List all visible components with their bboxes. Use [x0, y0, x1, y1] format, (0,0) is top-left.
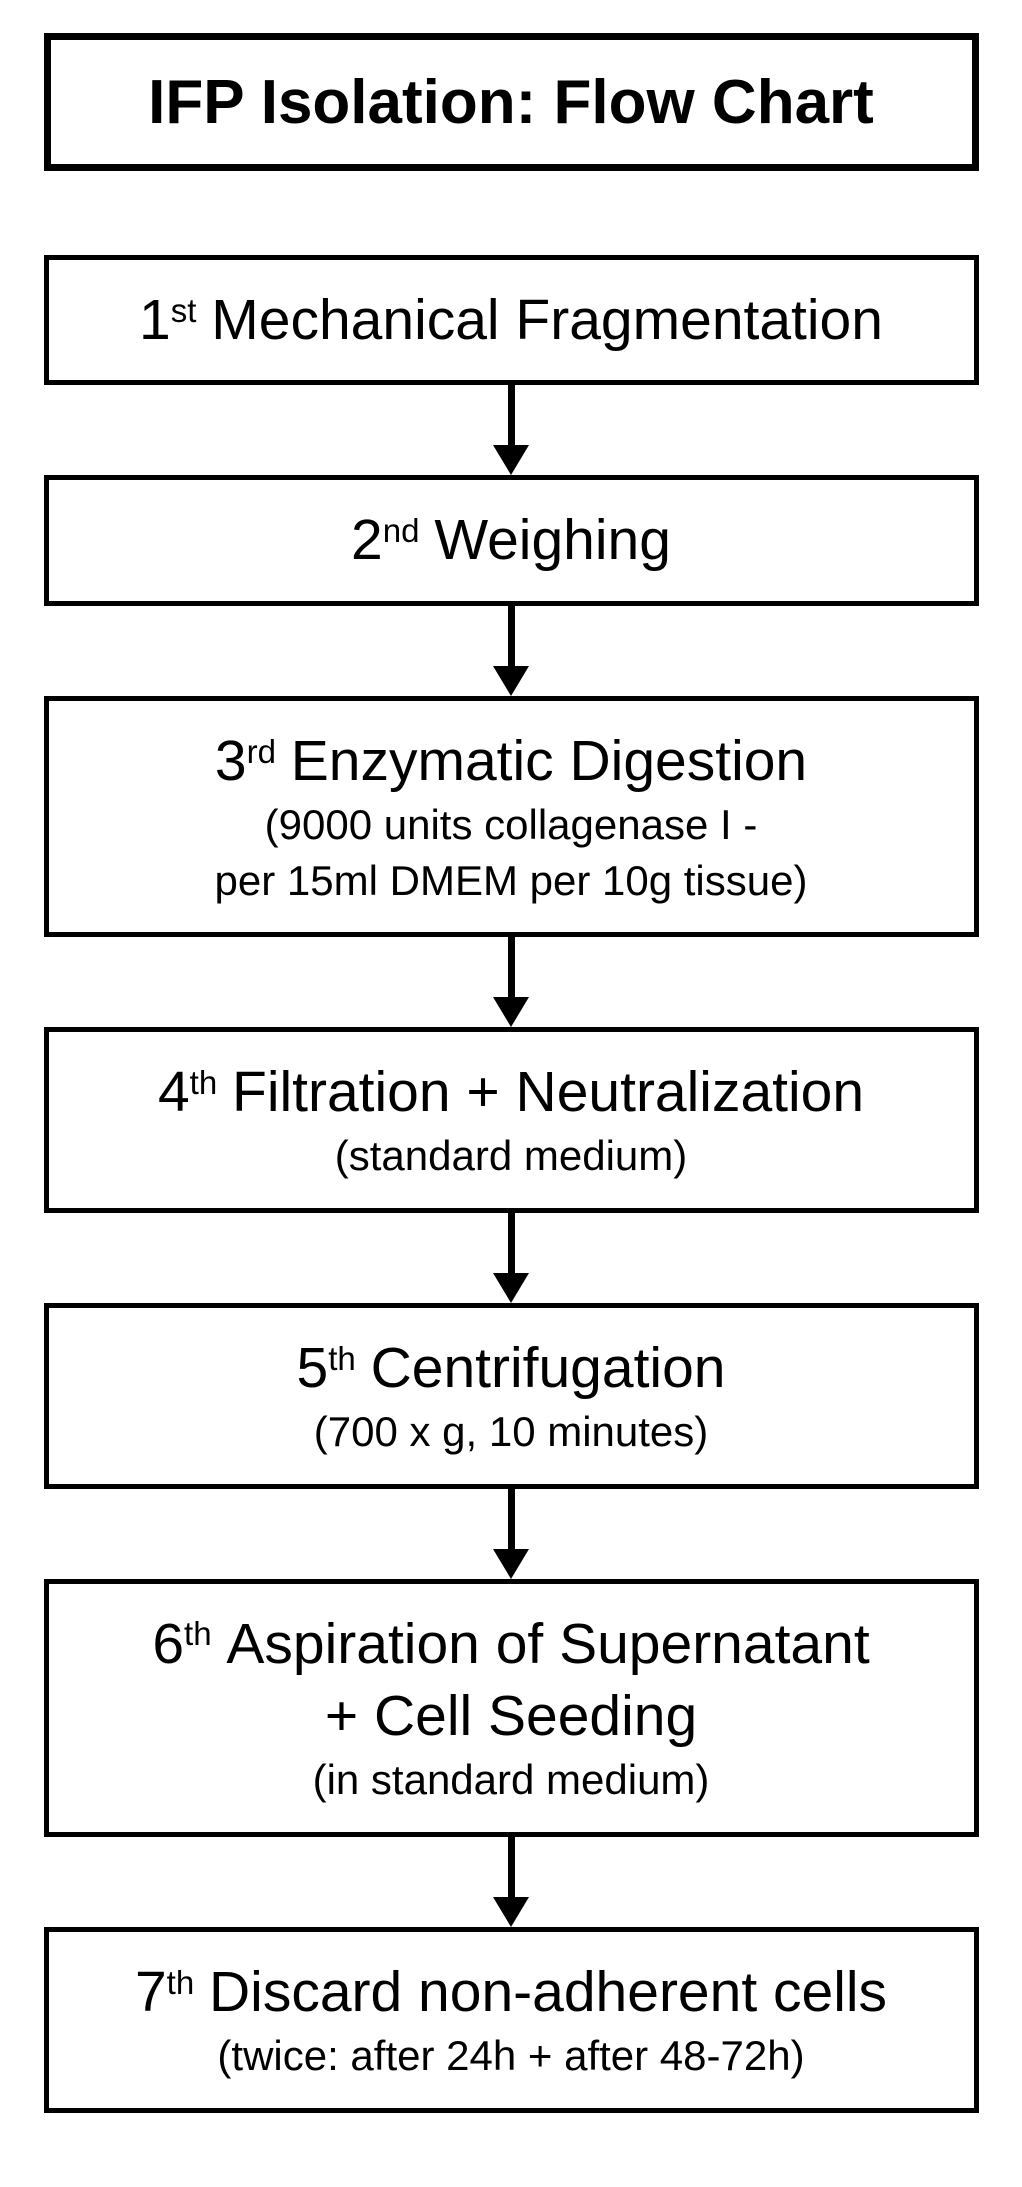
step-ordinal-suffix: th: [328, 1340, 356, 1378]
step-ordinal: 6: [152, 1611, 185, 1676]
step-subtext: (standard medium): [334, 1132, 688, 1180]
step-ordinal-suffix: th: [166, 1964, 195, 2002]
step-ordinal: 7: [134, 1959, 167, 2024]
step-ordinal-suffix: th: [184, 1616, 212, 1654]
arrow-down-icon: [493, 1896, 529, 1927]
step-title: 5th Centrifugation: [297, 1332, 726, 1404]
step-title: 4th Filtration + Neutralization: [158, 1056, 864, 1128]
step-ordinal: 3: [214, 728, 247, 793]
arrow-stem: [507, 937, 515, 997]
step-label: Filtration + Neutralization: [232, 1060, 865, 1124]
arrow-down-icon: [493, 665, 529, 696]
chart-title: IFP Isolation: Flow Chart: [148, 67, 874, 137]
step-label: Mechanical Fragmentation: [211, 288, 883, 352]
step-ordinal-suffix: st: [170, 292, 197, 330]
step-ordinal: 2: [351, 508, 383, 573]
step-box-5: 5th Centrifugation (700 x g, 10 minutes): [43, 1302, 979, 1489]
step-subtext: (700 x g, 10 minutes): [313, 1408, 709, 1456]
arrow-down-icon: [493, 445, 529, 476]
step-subtext: (9000 units collagenase I -: [264, 801, 758, 849]
step-ordinal: 1: [139, 288, 171, 352]
step-ordinal-suffix: th: [189, 1064, 218, 1102]
step-box-1: 1st Mechanical Fragmentation: [43, 255, 979, 386]
step-label: Discard non-adherent cells: [209, 1959, 888, 2024]
arrow-stem: [507, 385, 515, 446]
step-label: Centrifugation: [370, 1335, 726, 1400]
step-title: 3rd Enzymatic Digestion: [215, 725, 807, 797]
step-box-6: 6th Aspiration of Supernatant + Cell Seed…: [43, 1578, 979, 1837]
step-ordinal: 5: [296, 1335, 329, 1400]
step-label: Aspiration of Supernatant: [226, 1611, 870, 1676]
flow-arrow-down: [493, 385, 529, 476]
arrow-down-icon: [493, 1272, 529, 1303]
step-title: 1st Mechanical Fragmentation: [139, 284, 883, 356]
step-title: 2nd Weighing: [351, 504, 671, 576]
flow-arrow-down: [493, 937, 529, 1027]
flow-arrow-down: [493, 1836, 529, 1927]
step-ordinal-suffix: nd: [382, 513, 420, 551]
step-box-7: 7th Discard non-adherent cells (twice: af…: [43, 1926, 979, 2113]
step-box-3: 3rd Enzymatic Digestion (9000 units colla…: [43, 695, 979, 937]
step-title: 7th Discard non-adherent cells: [135, 1956, 887, 2028]
flow-arrow-down: [493, 605, 529, 696]
step-box-2: 2nd Weighing: [43, 475, 979, 606]
arrow-down-icon: [493, 1548, 529, 1579]
step-subtext: per 15ml DMEM per 10g tissue): [214, 856, 808, 904]
step-label: Weighing: [434, 508, 671, 573]
step-subtext: (in standard medium): [312, 1756, 710, 1804]
step-label: Enzymatic Digestion: [290, 728, 808, 793]
arrow-down-icon: [493, 997, 529, 1027]
arrow-stem: [507, 1212, 515, 1273]
arrow-stem: [507, 1836, 515, 1897]
step-ordinal: 4: [157, 1060, 190, 1124]
step-box-4: 4th Filtration + Neutralization (standard…: [43, 1027, 979, 1213]
step-title-line: + Cell Seeding: [324, 1684, 698, 1748]
flow-arrow-down: [493, 1488, 529, 1579]
arrow-stem: [507, 605, 515, 666]
chart-title-box: IFP Isolation: Flow Chart: [43, 33, 979, 171]
step-subtext: (twice: after 24h + after 48-72h): [217, 2032, 805, 2080]
step-ordinal-suffix: rd: [246, 733, 276, 771]
flow-arrow-down: [493, 1212, 529, 1303]
arrow-stem: [507, 1488, 515, 1549]
step-title: 6th Aspiration of Supernatant: [152, 1608, 869, 1680]
